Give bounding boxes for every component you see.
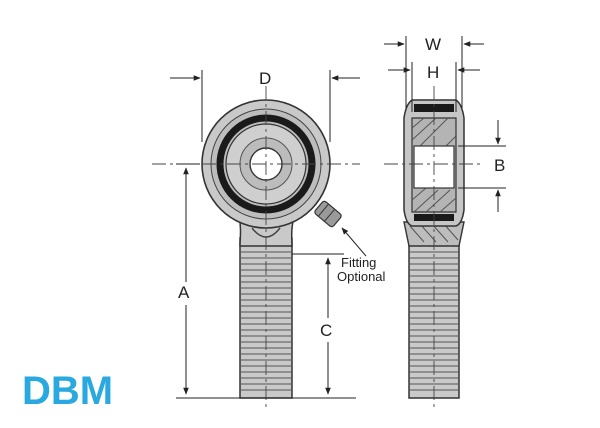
label-optional: Optional <box>337 269 386 284</box>
front-view <box>152 86 360 410</box>
dimension-H <box>388 62 480 112</box>
label-B: B <box>494 156 505 175</box>
model-label: DBM <box>22 369 113 413</box>
label-H: H <box>427 63 439 82</box>
grease-fitting <box>314 200 342 228</box>
dimension-B <box>458 120 506 212</box>
dimension-D <box>170 70 360 142</box>
fitting-leader <box>341 227 367 257</box>
side-view <box>384 86 482 410</box>
label-C: C <box>320 321 332 340</box>
label-D: D <box>259 69 271 88</box>
dimension-A <box>176 163 356 399</box>
side-liner-top <box>414 104 454 112</box>
dimension-C <box>292 253 344 395</box>
side-neck-hatch <box>409 223 459 243</box>
label-fitting: Fitting <box>341 255 376 270</box>
label-W: W <box>425 35 441 54</box>
label-A: A <box>178 283 190 302</box>
